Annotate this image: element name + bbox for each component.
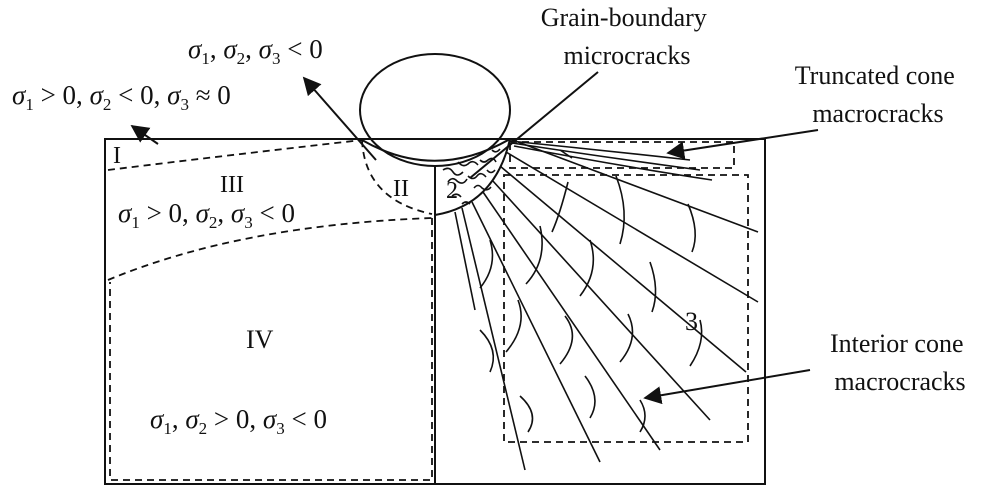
zone-2-label: 2 xyxy=(446,178,458,204)
arrow-truncated-cone xyxy=(666,129,819,160)
leader-grain-boundary xyxy=(469,71,599,179)
boundary-iii-iv xyxy=(107,217,433,281)
interior-cone-label: Interior cone macrocracks xyxy=(830,329,970,396)
region-iv-box xyxy=(109,218,433,481)
boundary-i-iii xyxy=(107,139,363,171)
boundary-ii xyxy=(361,139,433,215)
contact-arc xyxy=(361,138,511,162)
region-ii-label: II xyxy=(393,176,409,202)
region-i-label: I xyxy=(113,143,121,169)
arrow-contact-stress xyxy=(302,76,377,161)
truncated-cone-label: Truncated cone macrocracks xyxy=(795,61,962,128)
grain-boundary-microcracks xyxy=(442,148,501,205)
region-iii-label: III xyxy=(220,172,244,198)
zone-3-label: 3 xyxy=(685,307,698,336)
indenter-ball xyxy=(359,53,511,167)
stress-surface: σ1 > 0, σ2 < 0, σ3 ≈ 0 xyxy=(12,80,231,114)
interior-cone-box xyxy=(503,174,749,443)
region-iv-label: IV xyxy=(246,325,274,354)
interior-cone-cracks xyxy=(454,138,759,471)
grain-boundary-label: Grain-boundary microcracks xyxy=(541,3,714,70)
stress-contact: σ1, σ2, σ3 < 0 xyxy=(188,34,323,68)
stress-region-iii: σ1 > 0, σ2, σ3 < 0 xyxy=(118,198,295,232)
stress-region-iv: σ1, σ2 > 0, σ3 < 0 xyxy=(150,404,327,438)
truncated-cone-box xyxy=(509,141,735,169)
arrow-interior-cone xyxy=(643,369,811,405)
arrow-surface-stress xyxy=(130,124,159,145)
